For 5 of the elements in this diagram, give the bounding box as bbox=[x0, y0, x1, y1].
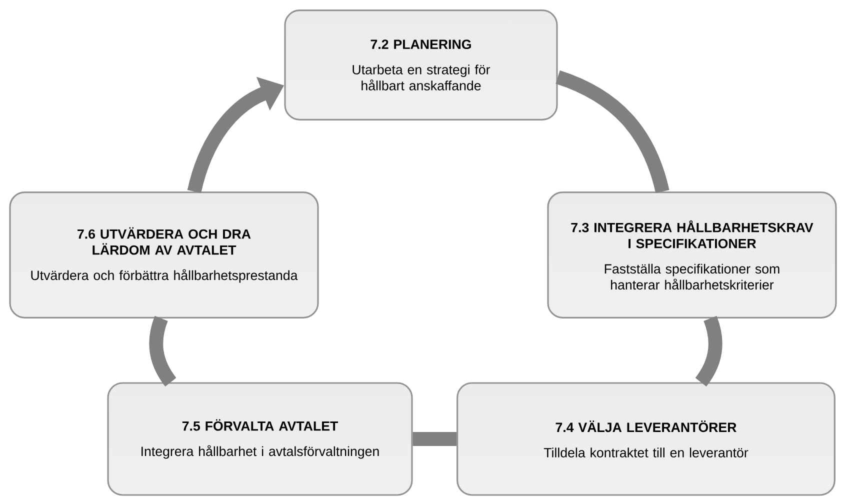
step-box: 7.6 UTVÄRDERA OCH DRA LÄRDOM AV AVTALET Utvärdera och förbättra hållbarhetsprestanda bbox=[9, 192, 319, 318]
step-box: 7.4 VÄLJA LEVERANTÖRER Tilldela kontraktet till en leverantör bbox=[456, 382, 836, 496]
step-box: 7.5 FÖRVALTA AVTALET Integrera hållbarhet i avtalsförvaltningen bbox=[107, 382, 413, 496]
step-box: 7.2 PLANERING Utarbeta en strategi för hållbart anskaffande bbox=[284, 10, 558, 120]
step-box: 7.3 INTEGRERA HÅLLBARHETSKRAV I SPECIFIKATIONER Fastställa specifikationer som hanterar hållbarhetskriterier bbox=[547, 192, 837, 318]
